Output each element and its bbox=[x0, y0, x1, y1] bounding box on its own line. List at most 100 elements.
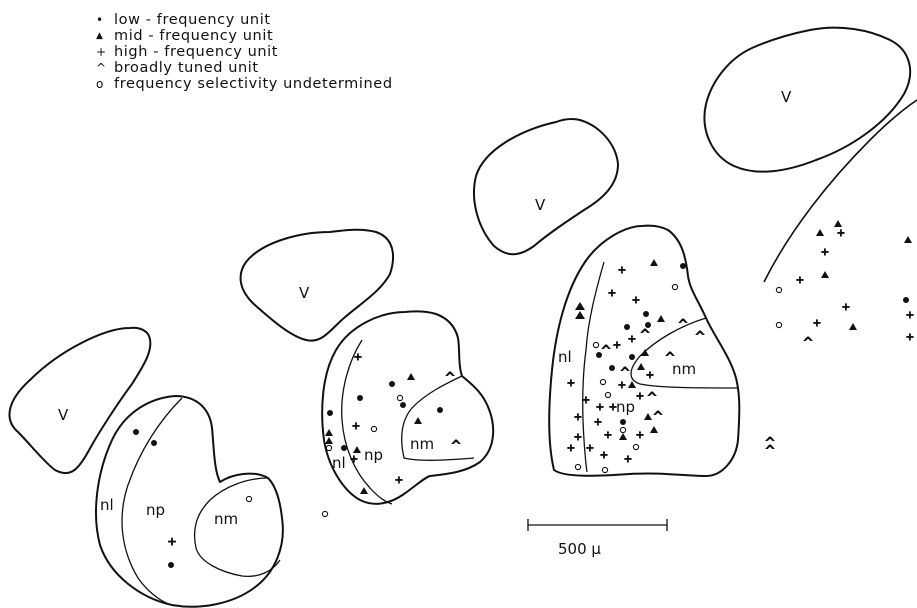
broadly-tuned-unit: ^ bbox=[620, 365, 630, 379]
high-frequency-unit: + bbox=[350, 454, 358, 465]
high-frequency-unit: + bbox=[574, 432, 582, 443]
mid-frequency-unit bbox=[407, 373, 415, 380]
broadly-tuned-unit: ^ bbox=[765, 443, 775, 457]
section2-label-nl: nl bbox=[332, 454, 346, 472]
mid-frequency-unit bbox=[650, 426, 658, 433]
high-frequency-unit: + bbox=[167, 535, 176, 548]
high-frequency-unit: + bbox=[609, 402, 617, 413]
high-frequency-unit: + bbox=[586, 443, 594, 454]
section1-label-nm: nm bbox=[214, 510, 238, 528]
low-frequency-unit bbox=[400, 402, 406, 408]
section2-label-nm: nm bbox=[410, 435, 434, 453]
high-frequency-unit: + bbox=[594, 417, 602, 428]
mid-frequency-unit bbox=[619, 433, 627, 440]
undetermined-unit bbox=[633, 444, 638, 449]
low-frequency-unit bbox=[596, 352, 602, 358]
high-frequency-unit: + bbox=[582, 395, 590, 406]
section2-label-v: V bbox=[299, 284, 310, 302]
low-frequency-unit bbox=[341, 445, 347, 451]
undetermined-unit bbox=[602, 467, 607, 472]
scale-bar-label: 500 µ bbox=[558, 540, 601, 558]
mid-frequency-unit bbox=[834, 220, 842, 227]
section2-label-np: np bbox=[364, 446, 383, 464]
section1-label-np: np bbox=[146, 501, 165, 519]
high-frequency-unit: + bbox=[567, 378, 575, 389]
unit-markers: + + ^ + ^ + + + + + ^ bbox=[133, 220, 914, 568]
high-frequency-unit: + bbox=[618, 380, 626, 391]
section4-boundary bbox=[764, 100, 917, 282]
section3-label-v: V bbox=[535, 196, 546, 214]
high-frequency-unit: + bbox=[813, 318, 821, 329]
section1-label-nl: nl bbox=[100, 496, 114, 514]
high-frequency-unit: + bbox=[842, 302, 850, 313]
low-frequency-unit bbox=[680, 263, 686, 269]
undetermined-unit bbox=[776, 322, 781, 327]
high-frequency-unit: + bbox=[618, 265, 626, 276]
undetermined-unit bbox=[326, 445, 331, 450]
high-frequency-unit: + bbox=[608, 288, 616, 299]
undetermined-unit bbox=[776, 287, 781, 292]
mid-frequency-unit bbox=[644, 413, 652, 420]
high-frequency-unit: + bbox=[906, 310, 914, 321]
high-frequency-unit: + bbox=[636, 391, 644, 402]
undetermined-unit bbox=[605, 392, 610, 397]
broadly-tuned-unit: ^ bbox=[601, 343, 611, 357]
high-frequency-unit: + bbox=[628, 334, 636, 345]
section2-v-outline bbox=[241, 230, 393, 341]
high-frequency-unit: + bbox=[613, 340, 621, 351]
mid-frequency-unit bbox=[821, 271, 829, 278]
low-frequency-unit bbox=[168, 562, 174, 568]
section1-v-outline bbox=[9, 328, 150, 473]
low-frequency-unit bbox=[133, 429, 139, 435]
high-frequency-unit: + bbox=[632, 295, 640, 306]
high-frequency-unit: + bbox=[624, 454, 632, 465]
undetermined-unit bbox=[371, 426, 376, 431]
high-frequency-unit: + bbox=[821, 247, 829, 258]
mid-frequency-unit bbox=[414, 417, 422, 424]
section3-label-nl: nl bbox=[558, 348, 572, 366]
low-frequency-unit bbox=[624, 324, 630, 330]
high-frequency-unit: + bbox=[354, 352, 362, 363]
undetermined-unit bbox=[246, 496, 251, 501]
section2-nucleus-outline bbox=[322, 311, 493, 503]
low-frequency-unit bbox=[643, 311, 649, 317]
section4-v-outline bbox=[704, 28, 910, 172]
scale-bar bbox=[528, 519, 667, 531]
high-frequency-unit: + bbox=[600, 450, 608, 461]
low-frequency-unit bbox=[437, 407, 443, 413]
mid-frequency-unit bbox=[657, 315, 665, 322]
mid-frequency-unit bbox=[849, 323, 857, 330]
undetermined-unit bbox=[672, 284, 677, 289]
high-frequency-unit: + bbox=[596, 402, 604, 413]
undetermined-unit bbox=[575, 464, 580, 469]
mid-frequency-unit bbox=[325, 437, 333, 444]
broadly-tuned-unit: ^ bbox=[695, 329, 705, 343]
section4-label-v: V bbox=[781, 88, 792, 106]
undetermined-unit bbox=[600, 379, 605, 384]
low-frequency-unit bbox=[609, 365, 615, 371]
high-frequency-unit: + bbox=[574, 412, 582, 423]
mid-frequency-unit bbox=[353, 446, 361, 453]
broadly-tuned-unit: ^ bbox=[647, 390, 657, 404]
mid-frequency-unit bbox=[816, 229, 824, 236]
high-frequency-unit: + bbox=[636, 430, 644, 441]
mid-frequency-unit bbox=[904, 236, 912, 243]
low-frequency-unit bbox=[327, 410, 333, 416]
high-frequency-unit: + bbox=[567, 443, 575, 454]
mid-frequency-unit bbox=[360, 487, 368, 494]
undetermined-unit bbox=[593, 342, 598, 347]
section3-v-outline bbox=[474, 119, 618, 254]
undetermined-unit bbox=[397, 395, 402, 400]
high-frequency-unit: + bbox=[646, 370, 654, 381]
mid-frequency-unit bbox=[325, 429, 333, 436]
high-frequency-unit: + bbox=[837, 228, 845, 239]
mid-frequency-unit bbox=[641, 349, 649, 356]
low-frequency-unit bbox=[151, 440, 157, 446]
section3-label-np: np bbox=[616, 398, 635, 416]
section3-label-nm: nm bbox=[672, 360, 696, 378]
broadly-tuned-unit: ^ bbox=[665, 350, 675, 364]
broadly-tuned-unit: ^ bbox=[678, 317, 688, 331]
high-frequency-unit: + bbox=[352, 421, 360, 432]
broadly-tuned-unit: ^ bbox=[451, 438, 461, 452]
